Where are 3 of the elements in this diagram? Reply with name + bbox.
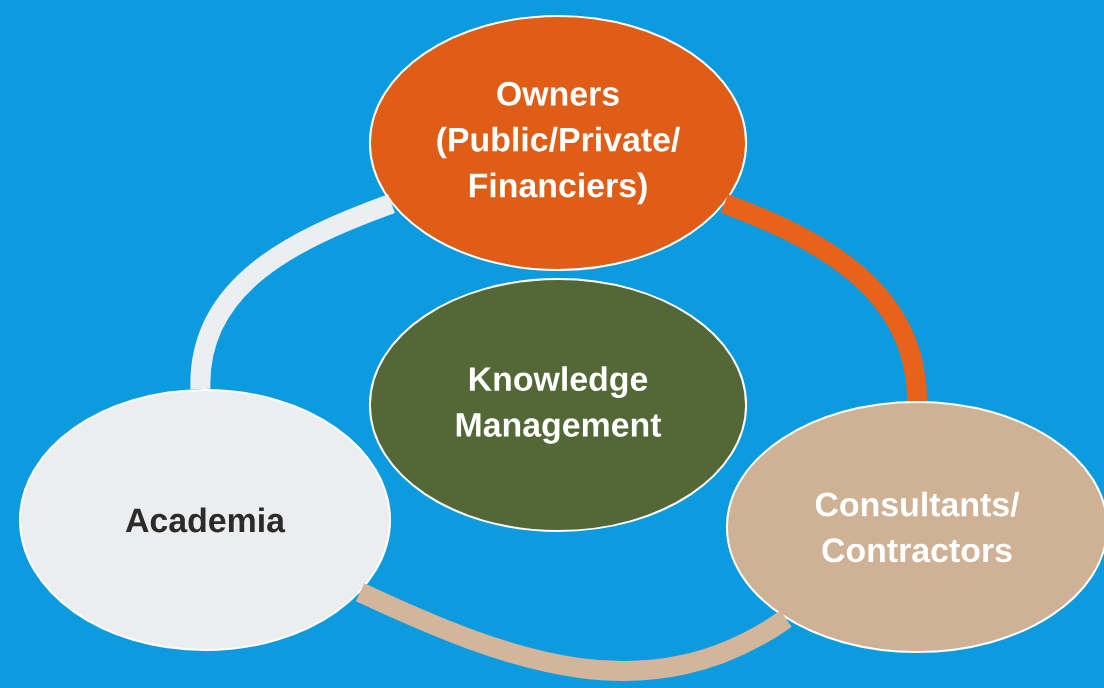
connector-arc: [355, 583, 792, 681]
connector-arc: [190, 194, 395, 390]
connector-arc: [720, 194, 927, 402]
